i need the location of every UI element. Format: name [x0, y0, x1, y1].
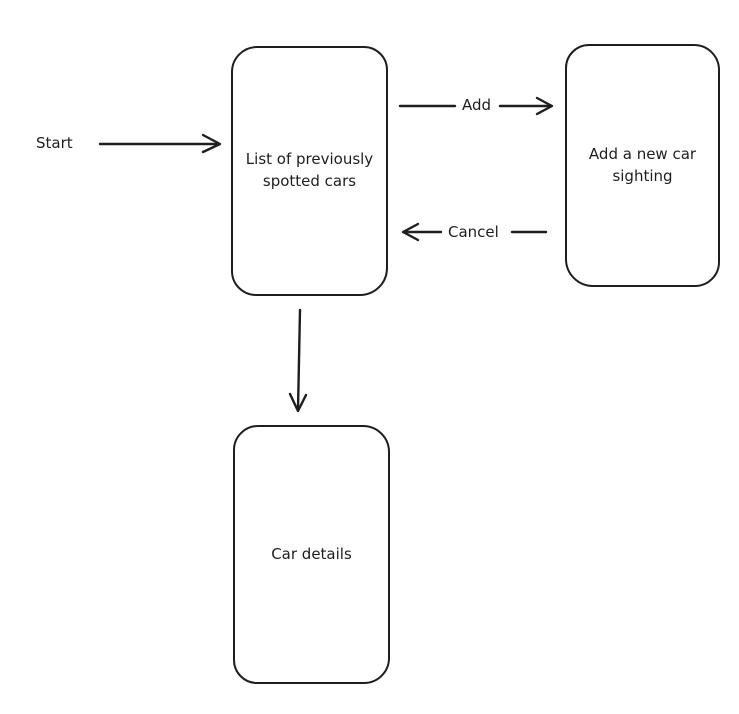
add-edge-label: Add — [460, 96, 494, 114]
start-arrow — [98, 133, 222, 154]
add-screen-label: Add a new car sighting — [588, 144, 697, 185]
start-label: Start — [36, 134, 73, 152]
details-arrow — [288, 308, 308, 413]
list-screen-box: List of previously spotted cars — [231, 46, 388, 296]
add-arrow — [398, 96, 554, 116]
cancel-edge-label: Cancel — [446, 223, 501, 241]
list-screen-label: List of previously spotted cars — [245, 150, 374, 190]
details-screen-label: Car details — [271, 544, 352, 563]
details-screen-box: Car details — [233, 425, 390, 684]
cancel-arrow — [401, 222, 548, 242]
add-screen-box: Add a new car sighting — [565, 44, 720, 287]
